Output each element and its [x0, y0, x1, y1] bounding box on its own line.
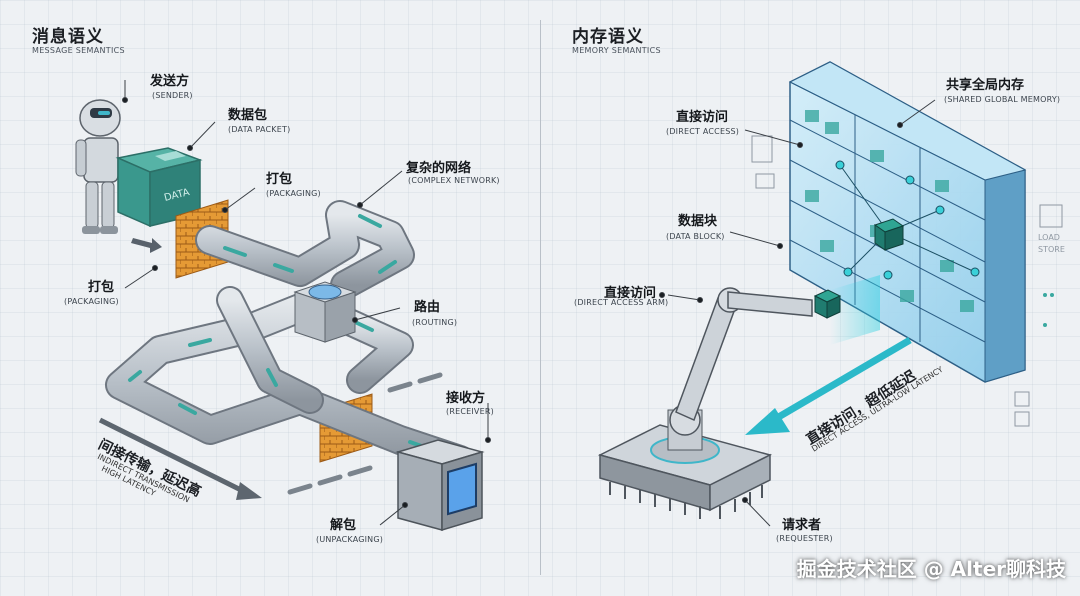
leader-lines-left: [122, 80, 491, 526]
data-packet-label: 数据包: [228, 108, 268, 123]
direct-access-label: 直接访问: [676, 110, 729, 125]
section-divider: [540, 20, 541, 575]
high-latency-arrow-icon: [98, 417, 262, 500]
complex-network-label: 复杂的网络: [406, 161, 472, 176]
unpackaging-label-en: (UNPACKAGING): [316, 535, 384, 544]
complex-network-label-en: (COMPLEX NETWORK): [408, 176, 500, 185]
data-block-label: 数据块: [678, 214, 718, 229]
direct-access-label-en: (DIRECT ACCESS): [666, 127, 740, 136]
memory-semantics-subtitle: MEMORY SEMANTICS: [572, 46, 661, 55]
sender-label-en: (SENDER): [152, 91, 193, 100]
message-semantics-title: 消息语义: [32, 27, 104, 47]
shared-memory-label-en: (SHARED GLOBAL MEMORY): [944, 95, 1061, 104]
packaging-left-label-en: (PACKAGING): [64, 297, 119, 306]
requester-label: 请求者: [782, 518, 822, 533]
shared-memory-label: 共享全局内存: [946, 78, 1025, 93]
unpackaging-label: 解包: [330, 518, 357, 533]
routing-hub-icon: [293, 281, 357, 343]
side-decor-icons: [751, 135, 1063, 427]
receiver-label: 接收方: [446, 391, 486, 406]
complex-network-pipes: [105, 200, 475, 475]
packaging-left-label: 打包: [88, 280, 115, 295]
packaging-top-label-en: (PACKAGING): [266, 189, 321, 198]
requester-label-en: (REQUESTER): [776, 534, 833, 543]
leader-lines-right: [659, 99, 936, 527]
memory-semantics-title: 内存语义: [572, 27, 644, 47]
watermark-text: 掘金技术社区 @ Alter聊科技: [796, 557, 1066, 581]
beam-glow: [830, 275, 880, 345]
load-store-side-text: LOAD STORE: [1038, 233, 1065, 254]
receiver-terminal-icon: [395, 439, 485, 532]
data-packet-label-en: (DATA PACKET): [228, 125, 291, 134]
direct-access-arm-label-en: (DIRECT ACCESS ARM): [574, 298, 669, 307]
robot-sender-icon: [75, 99, 121, 234]
receiver-label-en: (RECEIVER): [446, 407, 494, 416]
packaging-top-label: 打包: [266, 172, 293, 187]
direct-access-arm-label: 直接访问: [604, 286, 657, 301]
direct-access-arrow-icon: [745, 336, 912, 435]
robot-arm-icon: [597, 287, 842, 519]
shared-memory-rack-icon: [788, 61, 1027, 383]
routing-label: 路由: [414, 300, 441, 315]
flow-arrows-left: [131, 238, 443, 495]
data-block-label-en: (DATA BLOCK): [666, 232, 725, 241]
sender-label: 发送方: [150, 74, 190, 89]
message-semantics-subtitle: MESSAGE SEMANTICS: [32, 46, 125, 55]
routing-label-en: (ROUTING): [412, 318, 458, 327]
